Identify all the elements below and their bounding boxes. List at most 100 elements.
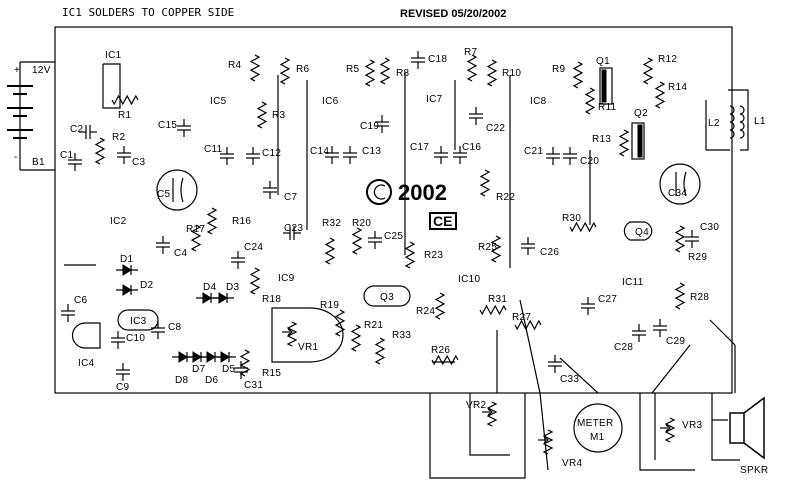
resistor-r25: R25 [478, 235, 502, 263]
label-c6: C6 [74, 295, 88, 306]
pot-vr3: VR3 [660, 417, 702, 443]
resistor-r33: R33 [374, 330, 411, 365]
capacitor-c24: C24 [231, 242, 263, 269]
label-c21: C21 [524, 146, 543, 157]
meter-id: M1 [590, 432, 605, 443]
diode-d8: D8 [172, 351, 194, 386]
capacitor-c25: C25 [368, 231, 403, 249]
label-r24: R24 [416, 306, 435, 317]
capacitor-c4: C4 [156, 236, 188, 259]
label-r9: R9 [552, 64, 566, 75]
label-r16: R16 [232, 216, 251, 227]
label-r26: R26 [431, 345, 450, 356]
pot-vr2: VR2 [466, 400, 498, 427]
resistor-r6: R6 [279, 57, 310, 85]
q4-body [623, 221, 653, 241]
capacitor-c19: C19 [360, 115, 389, 133]
capacitor-c11: C11 [204, 144, 234, 165]
resistor-r7: R7 [464, 47, 478, 82]
label-c11: C11 [204, 144, 223, 155]
q1-band [601, 69, 607, 103]
resistor-r4: R4 [228, 54, 261, 82]
label-c22: C22 [486, 123, 505, 134]
copyright-mark: 2002 [366, 179, 447, 205]
label-c33: C33 [560, 374, 579, 385]
label-c31: C31 [244, 380, 263, 391]
ce-logo: CE [429, 212, 457, 230]
coil-l1: L1 [739, 105, 766, 139]
label-vr2: VR2 [466, 400, 486, 411]
capacitor-c14: C14 [310, 146, 339, 164]
speaker-icon: SPKR [729, 396, 768, 476]
resistor-r23: R23 [404, 241, 443, 269]
capacitor-c1: C1 [60, 150, 82, 171]
label-r29: R29 [688, 252, 707, 263]
label-c15: C15 [158, 120, 177, 131]
label-l2: L2 [708, 118, 720, 129]
ic-label-ic2: IC2 [110, 216, 127, 227]
resistor-r8: R8 [379, 57, 410, 85]
ic-label-ic10: IC10 [458, 274, 480, 285]
label-c14: C14 [310, 146, 329, 157]
label-c4: C4 [174, 248, 188, 259]
label-r12: R12 [658, 54, 677, 65]
label-r1: R1 [118, 110, 132, 121]
label-l1: L1 [754, 116, 766, 127]
diode-d4: D4 [196, 282, 218, 304]
resistor-r5: R5 [346, 59, 376, 87]
meter-m1: METER M1 [573, 403, 623, 453]
battery-minus: - [14, 152, 18, 163]
resistor-r22: R22 [479, 169, 515, 203]
resistor-r14: R14 [654, 81, 687, 109]
capacitor-c17: C17 [410, 142, 448, 164]
capacitor-c10: C10 [111, 331, 145, 349]
capacitor-c31: C31 [234, 361, 263, 391]
label-vr4: VR4 [562, 458, 582, 469]
label-c34: C34 [668, 188, 687, 199]
resistor-r2: R2 [94, 132, 125, 165]
transistor-label-q3: Q3 [380, 292, 394, 303]
label-c26: C26 [540, 247, 559, 258]
header-note: IC1 SOLDERS TO COPPER SIDE [62, 6, 234, 19]
board-outline [54, 26, 733, 394]
label-d5: D5 [222, 364, 236, 375]
label-vr1: VR1 [298, 342, 318, 353]
label-r23: R23 [424, 250, 443, 261]
battery-b1: + 12V - B1 [7, 61, 55, 171]
ic-label-ic9: IC9 [278, 273, 295, 284]
resistor-r26: R26 [431, 345, 459, 366]
label-r31: R31 [488, 294, 507, 305]
label-r6: R6 [296, 64, 310, 75]
ic-label-ic7: IC7 [426, 94, 443, 105]
ic-label-ic3: IC3 [130, 316, 147, 327]
logo-text: CE [433, 213, 452, 229]
capacitor-c3: C3 [117, 146, 146, 168]
q2-band [637, 124, 643, 158]
resistor-r1: R1 [111, 94, 139, 121]
ic-label-ic6: IC6 [322, 96, 339, 107]
resistor-r3: R3 [256, 101, 285, 129]
battery-plus: + [14, 65, 20, 76]
label-c1: C1 [60, 150, 74, 161]
label-d7: D7 [192, 364, 206, 375]
label-c5: C5 [157, 189, 171, 200]
resistor-r17: R17 [186, 224, 205, 252]
label-r17: R17 [186, 224, 205, 235]
label-vr3: VR3 [682, 420, 702, 431]
label-c3: C3 [132, 157, 146, 168]
label-r10: R10 [502, 68, 521, 79]
capacitor-c20: C20 [563, 147, 599, 167]
resistor-r10: R10 [486, 59, 521, 87]
pot-vr1: VR1 [282, 321, 318, 353]
resistor-r30: R30 [562, 213, 597, 233]
label-c17: C17 [410, 142, 429, 153]
label-c23: C23 [284, 223, 303, 234]
label-r8: R8 [396, 68, 410, 79]
speaker-label: SPKR [740, 465, 768, 476]
label-r4: R4 [228, 60, 242, 71]
label-c30: C30 [700, 222, 719, 233]
capacitor-c27: C27 [581, 294, 617, 315]
label-r33: R33 [392, 330, 411, 341]
